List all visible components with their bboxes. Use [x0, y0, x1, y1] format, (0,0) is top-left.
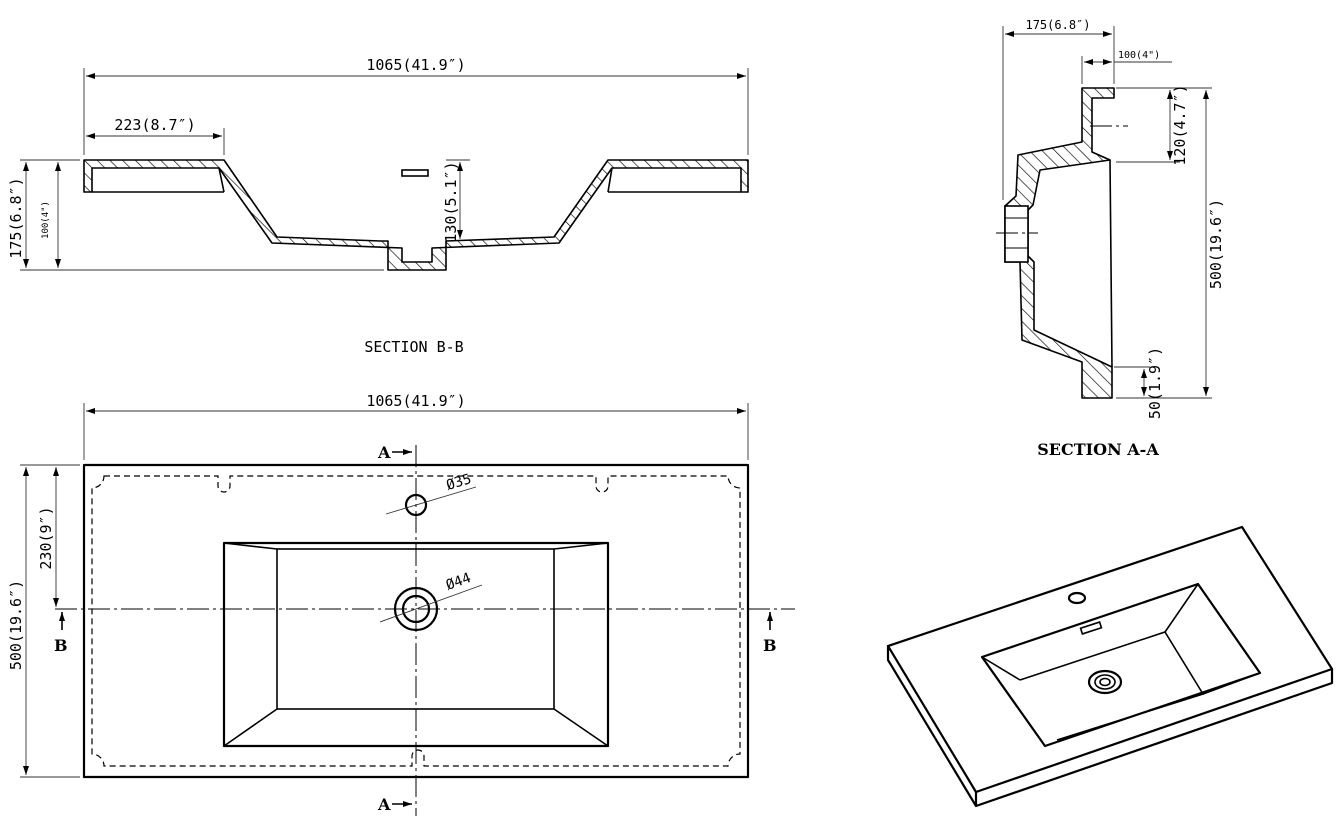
bb-underside-right-edge — [607, 167, 613, 193]
plan-basin-edge-tl — [223, 542, 278, 550]
plan-depth-label: 500(19.6″) — [7, 580, 25, 670]
iso-drain-inner — [1099, 677, 1111, 687]
isometric-view — [886, 525, 1334, 808]
plan-cut-b-left: B — [54, 636, 68, 655]
bb-rim-label: 100(4") — [41, 201, 51, 239]
iso-drain-middle — [1094, 674, 1116, 690]
aa-width-label: 175(6.8″) — [1025, 18, 1090, 32]
plan-cut-b-right: B — [763, 636, 777, 655]
bb-depth-label: 130(5.1″) — [442, 161, 460, 242]
plan-tap-hole — [404, 493, 428, 517]
plan-tap-label: Ø35 — [444, 471, 473, 494]
section-a-a: 175(6.8″) 100(4") 120(4.7″) 500(19.6″) 5… — [996, 18, 1225, 459]
aa-section-profile — [1004, 87, 1115, 399]
aa-depth-label: 500(19.6″) — [1207, 199, 1225, 289]
plan-basin-edge-bl — [223, 708, 278, 747]
bb-width-label: 1065(41.9″) — [366, 56, 465, 74]
bb-underside-left-edge — [218, 167, 225, 193]
plan-width-label: 1065(41.9″) — [366, 392, 465, 410]
section-b-b: 1065(41.9″) 223(8.7″) 175(6.8″) 100(4") … — [7, 56, 749, 356]
plan-drain-inner — [401, 594, 431, 624]
iso-front-edge — [886, 646, 1334, 808]
aa-title: SECTION A-A — [1037, 440, 1159, 459]
aa-tap-boss — [1004, 205, 1029, 263]
iso-basin-edge-2 — [1164, 583, 1199, 633]
bb-ledge-label: 223(8.7″) — [114, 116, 195, 134]
aa-lip-label: 50(1.9″) — [1146, 347, 1164, 419]
plan-inner-dashed — [91, 475, 741, 767]
bb-section-profile — [83, 159, 749, 271]
iso-tap-hole — [1067, 591, 1087, 605]
iso-top-surface — [886, 525, 1334, 794]
plan-drain-outer — [393, 586, 439, 632]
aa-rim-label: 100(4") — [1118, 50, 1160, 61]
plan-cut-a-bottom: A — [377, 795, 391, 814]
iso-drain-outer — [1087, 669, 1123, 695]
bb-overflow-slot — [401, 169, 429, 177]
plan-basin-edge-tr — [553, 542, 609, 550]
iso-basin-edge-3 — [1202, 672, 1261, 695]
iso-overflow-slot — [1079, 621, 1103, 635]
aa-inner-wall — [1109, 159, 1113, 368]
aa-back-label: 120(4.7″) — [1171, 84, 1189, 165]
plan-basin-edge-br — [553, 708, 609, 747]
iso-basin-edge-1 — [981, 656, 1021, 681]
bb-height-label: 175(6.8″) — [7, 177, 25, 258]
plan-cut-a-top: A — [377, 443, 391, 462]
plan-drain-leader — [379, 584, 483, 623]
bb-title: SECTION B-B — [364, 338, 463, 356]
plan-view: Ø35 Ø44 1065(41.9″) 500(19.6″) 230(9″) A… — [7, 392, 795, 816]
plan-tap-leader — [385, 486, 477, 515]
iso-basin-floor — [1019, 631, 1205, 741]
plan-offset-label: 230(9″) — [37, 506, 55, 569]
